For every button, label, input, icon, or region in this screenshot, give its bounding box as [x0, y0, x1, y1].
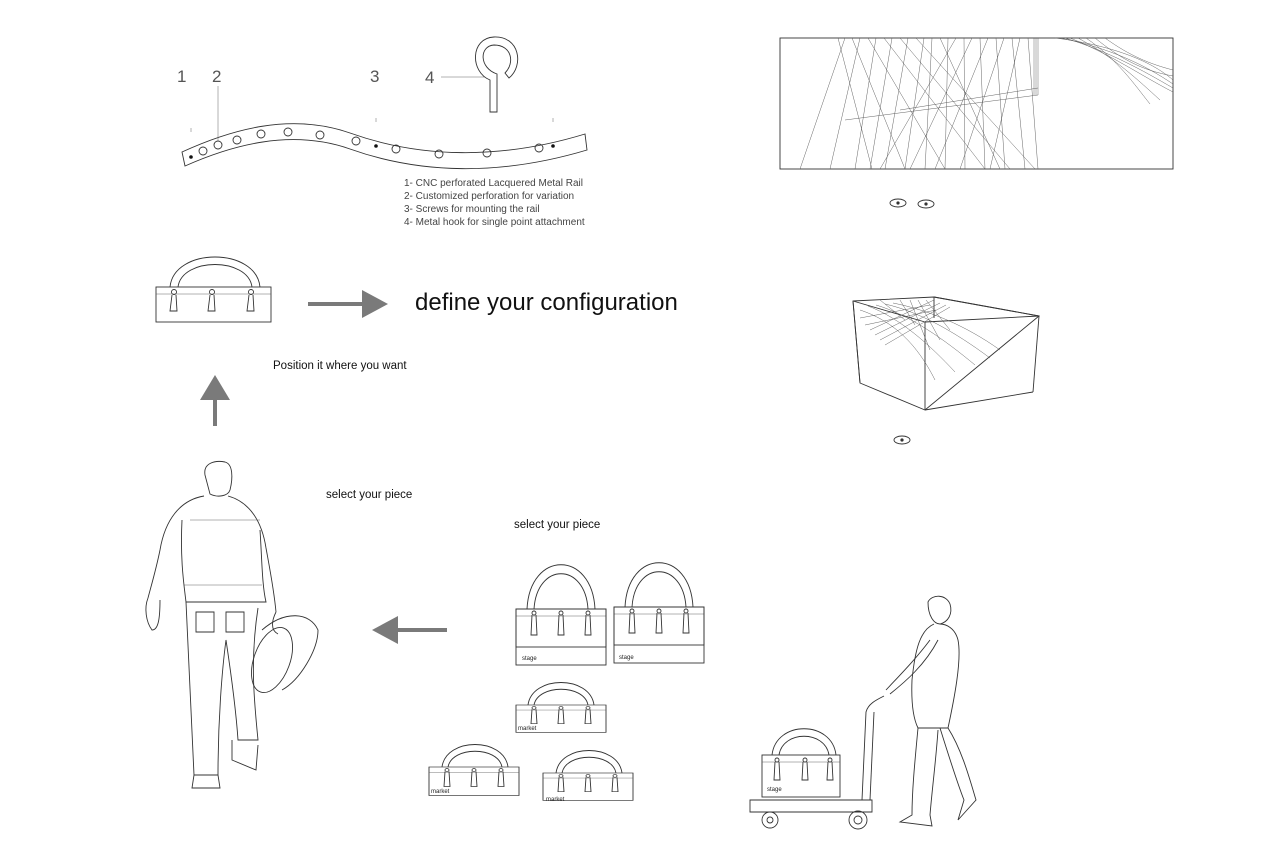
- rail-label-3: 3: [370, 67, 380, 86]
- caption-select-1: select your piece: [326, 489, 413, 501]
- legend-item: 1- CNC perforated Lacquered Metal Rail: [404, 178, 583, 189]
- bag-option-stage-1: stage: [515, 564, 607, 666]
- man-carrying-bag-illustration: [145, 461, 319, 789]
- bag-tag: market: [546, 797, 565, 803]
- bag-tag: stage: [767, 787, 782, 793]
- bag-tag: stage: [522, 656, 537, 662]
- caption-position: Position it where you want: [273, 360, 407, 372]
- eye-icon: [893, 435, 911, 445]
- rail-label-2: 2: [212, 67, 222, 86]
- bag-option-market-3: market: [542, 750, 634, 803]
- bag-tag: stage: [619, 655, 634, 661]
- string-panel-elevation: [779, 37, 1174, 170]
- arrow-right-icon: [308, 290, 388, 318]
- bag-tag: market: [518, 726, 537, 732]
- rail-label-4: 4: [425, 68, 435, 87]
- metal-rail: [181, 76, 588, 170]
- bag-option-stage-2: stage: [613, 562, 705, 664]
- eye-icon: [917, 199, 935, 209]
- bag-tag: market: [431, 789, 450, 795]
- arrow-left-icon: [372, 616, 447, 644]
- legend-item: 2- Customized perforation for variation: [404, 191, 575, 202]
- caption-select-2: select your piece: [514, 519, 601, 531]
- eye-icon: [889, 198, 907, 208]
- rail-label-1: 1: [177, 67, 187, 86]
- metal-hook: [475, 36, 519, 113]
- headline: define your configuration: [415, 289, 678, 316]
- bag-icon: [155, 256, 272, 323]
- bag-option-market-1: market: [515, 682, 607, 733]
- legend-item: 3- Screws for mounting the rail: [404, 204, 540, 215]
- bag-option-market-2: market: [428, 744, 520, 796]
- legend-item: 4- Metal hook for single point attachmen…: [404, 217, 585, 228]
- rail-legend: 1- CNC perforated Lacquered Metal Rail 2…: [404, 177, 585, 229]
- arrow-up-icon: [200, 375, 230, 426]
- string-box-perspective: [852, 296, 1041, 411]
- man-pushing-trolley-illustration: stage: [749, 595, 977, 830]
